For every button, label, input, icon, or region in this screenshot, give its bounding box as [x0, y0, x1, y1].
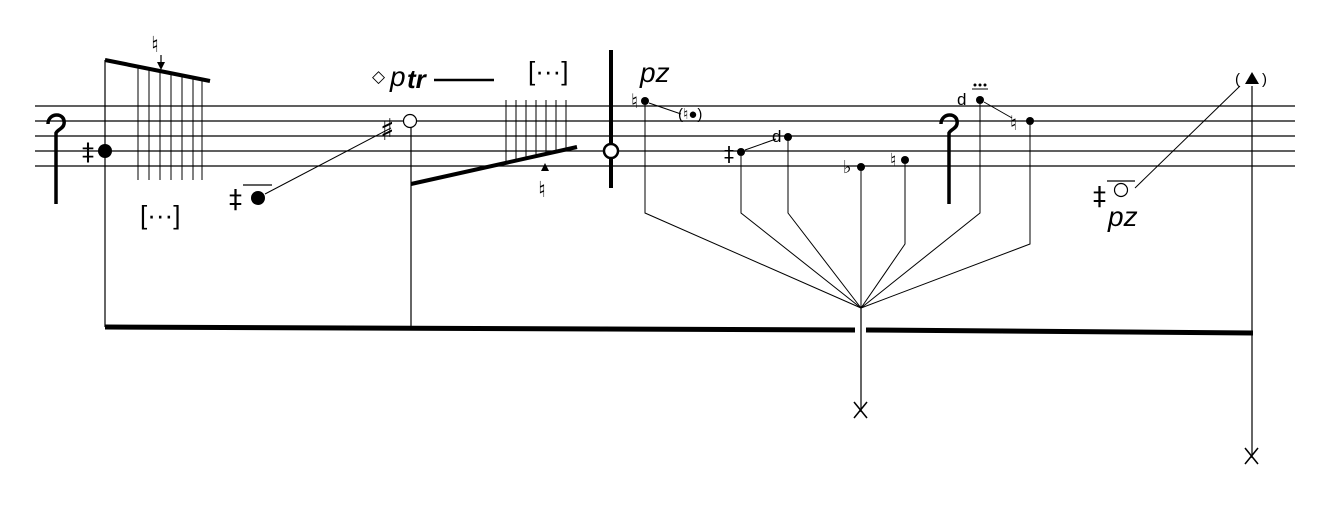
small-notehead-3	[784, 133, 792, 141]
dynamic-p: p	[389, 61, 406, 92]
grace-beam	[104, 58, 211, 83]
breath-mark-1	[46, 113, 66, 204]
sharp-glyph: ♯	[380, 113, 395, 148]
ellipsis-bracket-2: [···]	[528, 56, 568, 86]
half-sharp-glyph-3: ‡	[1093, 182, 1106, 212]
filled-notehead-2	[251, 191, 265, 205]
small-notehead-4	[857, 163, 865, 171]
connector-line-5	[1134, 85, 1241, 189]
natural-glyph: ♮	[151, 33, 159, 58]
connector-line	[264, 127, 392, 195]
diamond-icon: ◇	[372, 67, 386, 87]
x-arrow-icon-2	[1244, 447, 1259, 465]
small-notehead-5	[901, 156, 909, 164]
quarter-flat-glyph: d	[772, 127, 781, 146]
paren-open: (	[1235, 71, 1240, 88]
rising-beam	[410, 145, 578, 186]
open-notehead-3	[1113, 182, 1129, 198]
connector-line-4	[983, 101, 1013, 119]
dynamic-pz-2: pz	[1107, 201, 1138, 232]
natural-glyph-3: ♮	[631, 89, 638, 113]
up-arrow-icon	[541, 163, 549, 171]
half-sharp-glyph-2: ‡	[724, 142, 734, 166]
chord-fan	[644, 104, 1031, 309]
paren-close: )	[1262, 71, 1267, 88]
trill-mark: tr	[407, 64, 428, 94]
down-arrow-icon	[157, 62, 165, 70]
staff	[35, 105, 1295, 167]
connector-line-3	[744, 138, 777, 151]
x-arrow-icon	[853, 401, 868, 419]
breath-mark-2	[939, 113, 959, 204]
flat-glyph: ♭	[843, 157, 852, 178]
dynamic-pz: pz	[639, 57, 670, 88]
small-notehead-6	[976, 96, 984, 104]
grace-stems	[137, 67, 203, 180]
quarter-sharp-glyph: ‡	[82, 138, 94, 166]
quarter-flat-glyph-2: d	[957, 90, 966, 109]
open-notehead-2	[602, 142, 620, 160]
connector-line-2	[648, 102, 682, 115]
natural-glyph-4: ♮	[890, 150, 896, 171]
small-notehead-2	[737, 148, 745, 156]
up-triangle-icon	[1245, 72, 1259, 84]
ornament-dots	[973, 83, 987, 87]
parenthesized-note: (♮●)	[678, 106, 702, 123]
natural-glyph-2: ♮	[538, 178, 546, 203]
base-line-1	[104, 324, 856, 333]
base-line-2	[865, 327, 1254, 336]
small-notehead-1	[641, 97, 649, 105]
open-notehead	[402, 113, 418, 129]
ellipsis-bracket-1: [···]	[140, 200, 180, 230]
small-notehead-7	[1026, 117, 1034, 125]
half-sharp-glyph: ‡	[229, 185, 242, 215]
grace-stems-2	[505, 100, 567, 163]
natural-glyph-5: ♮	[1010, 111, 1017, 135]
